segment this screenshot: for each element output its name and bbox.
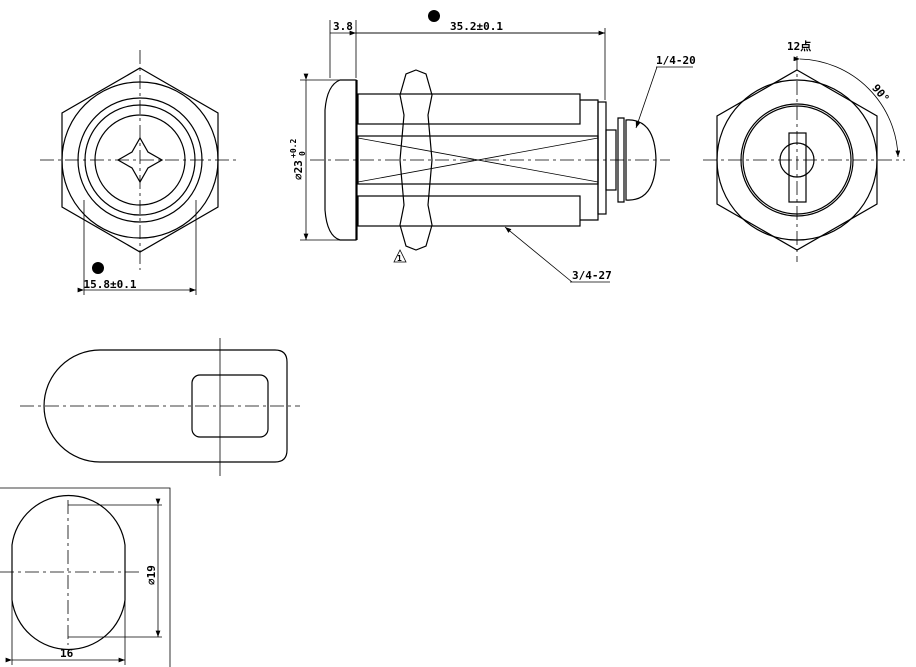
important-mark-icon [428, 10, 440, 22]
note-marker: 1 [397, 254, 402, 263]
back-view: 12点 90° [703, 39, 905, 262]
rotation-angle-label: 90° [869, 82, 892, 106]
flange-diameter-label: ⌀23 [292, 160, 305, 180]
cam-width-label: 16 [60, 647, 74, 660]
overall-length-label: 35.2±0.1 [450, 20, 503, 33]
side-view: 3.8 35.2±0.1 ⌀23 +0.2 0 1 1/4-20 3/4-27 [289, 10, 696, 283]
body-thread-label: 3/4-27 [572, 269, 612, 282]
cam-plate-view [20, 338, 300, 476]
tolerance-lower: 0 [298, 151, 307, 156]
cross-key-icon [116, 136, 164, 184]
hex-nut [399, 69, 433, 251]
important-mark-icon [92, 262, 104, 274]
tolerance-upper: +0.2 [289, 139, 298, 158]
screw-thread-label: 1/4-20 [656, 54, 696, 67]
cam-diameter-label: ⌀19 [145, 565, 158, 585]
front-view-face: 15.8±0.1 [40, 50, 240, 295]
flange-thickness-label: 3.8 [333, 20, 353, 33]
key-position-label: 12点 [787, 39, 811, 53]
cam-section-view: ⌀19 16 [0, 487, 171, 667]
hex-width-label: 15.8±0.1 [84, 278, 137, 291]
